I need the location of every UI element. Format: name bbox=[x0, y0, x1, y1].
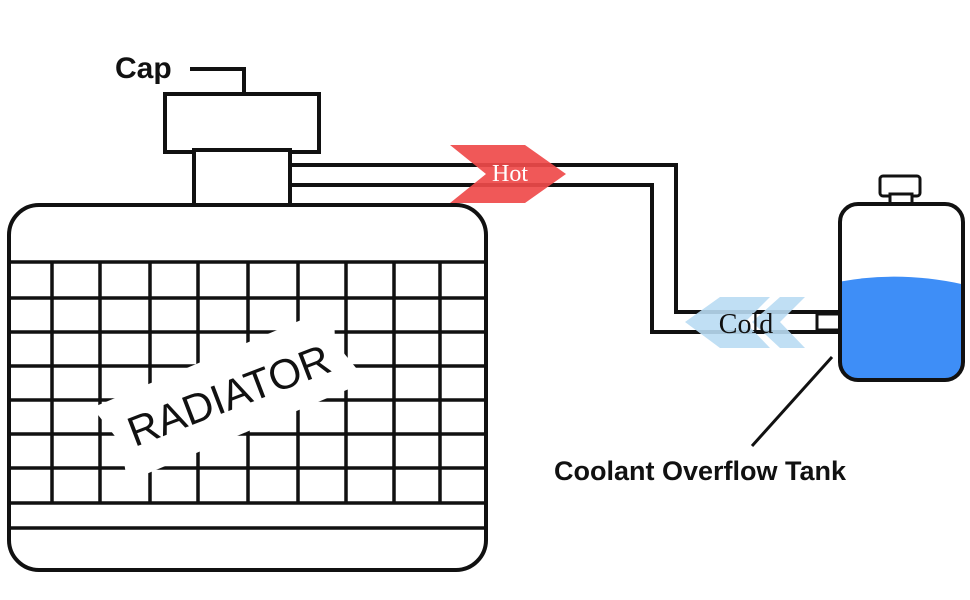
hot-label: Hot bbox=[492, 161, 528, 187]
tank-leader-line bbox=[750, 355, 834, 448]
tank-nozzle bbox=[815, 312, 843, 332]
hot-flow-arrow: Hot bbox=[450, 145, 566, 203]
coolant-overflow-tank bbox=[838, 174, 965, 382]
cold-flow-arrow: Cold bbox=[685, 297, 805, 348]
cold-label: Cold bbox=[719, 309, 773, 340]
tank-label: Coolant Overflow Tank bbox=[554, 456, 847, 486]
coolant-level bbox=[840, 276, 963, 380]
filler-neck bbox=[192, 148, 292, 208]
radiator-cap bbox=[163, 92, 321, 154]
cap-label: Cap bbox=[115, 52, 172, 85]
cap-leader-line bbox=[190, 67, 246, 99]
